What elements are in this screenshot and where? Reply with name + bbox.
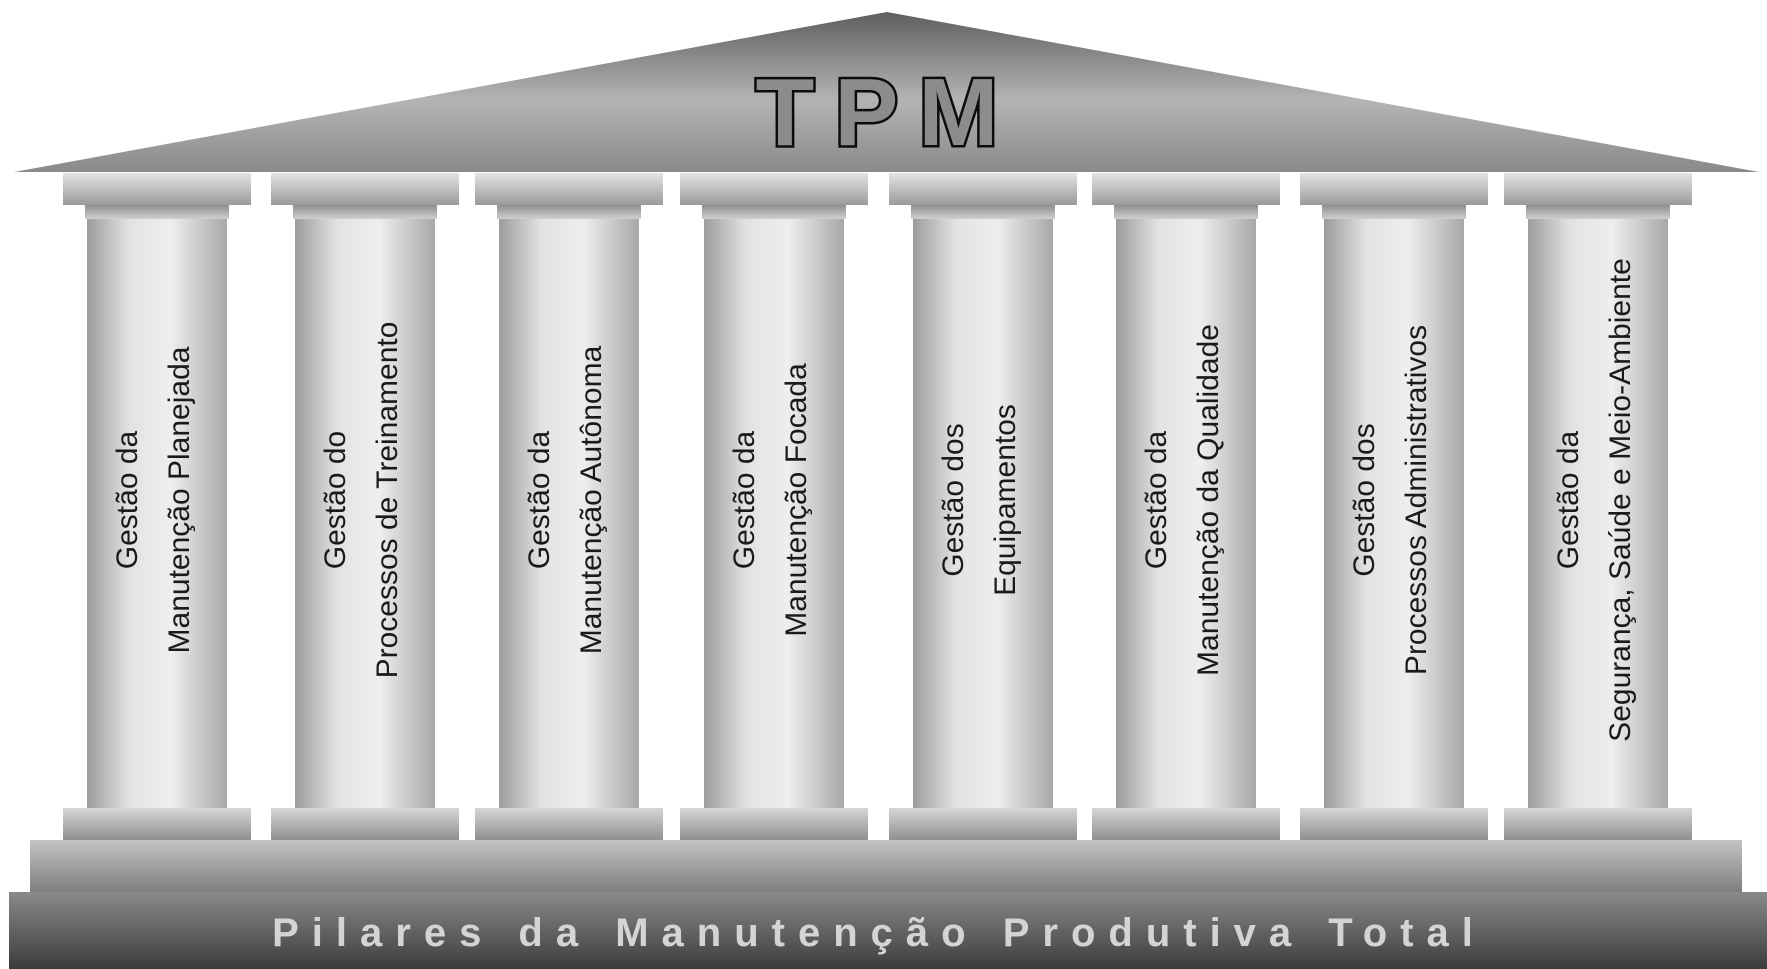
pillar-label-line: Equipamentos [989,404,1022,596]
pillar-pedestal [1504,808,1692,840]
pillar-capital [475,173,663,205]
tpm-title: TPM [756,59,1019,166]
pillar-pedestal [475,808,663,840]
pillar-pedestal [680,808,868,840]
temple-base [9,892,1767,969]
pillar-capital [889,173,1077,205]
roof [14,12,1759,172]
temple-step [30,840,1742,892]
pillar-shaft [295,219,435,809]
pillar-5: Gestão dos Equipamentos [889,173,1077,840]
pillar-pedestal [1092,808,1280,840]
pillar-capital-neck [911,205,1055,219]
pillar-pedestal [889,808,1077,840]
pillar-capital [63,173,251,205]
pillar-capital-neck [702,205,846,219]
pillar-7: Gestão dos Processos Administrativos [1300,173,1488,840]
pillar-label-line: Manutenção Autônoma [575,345,608,654]
pillar-label-line: Processos Administrativos [1400,325,1433,675]
pillar-3: Gestão da Manutenção Autônoma [475,173,663,840]
pillar-label: Gestão dos Processos Administrativos [1348,325,1433,675]
footer-caption: Pilares da Manutenção Produtiva Total [272,911,1486,955]
pillar-1: Gestão da Manutenção Planejada [63,173,251,840]
pillar-label-line: Gestão do [319,431,352,569]
pillar-capital [271,173,459,205]
pillar-pedestal [271,808,459,840]
pillar-capital-neck [1322,205,1466,219]
pillar-label-line: Gestão da [728,430,761,569]
pillar-shaft [87,219,227,809]
pillar-pedestal [63,808,251,840]
pillar-label-line: Processos de Treinamento [371,322,404,679]
pillar-label: Gestão da Manutenção da Qualidade [1140,324,1225,676]
pillar-label: Gestão do Processos de Treinamento [319,322,404,679]
pillar-shaft [913,219,1053,809]
pillar-label-line: Gestão da [523,430,556,569]
pillar-label-line: Gestão da [111,430,144,569]
pillar-shaft [499,219,639,809]
pillar-capital [1092,173,1280,205]
pillar-label-line: Manutenção Focada [780,363,813,637]
pillar-capital-neck [497,205,641,219]
pillar-capital-neck [1526,205,1670,219]
pillar-capital [680,173,868,205]
pillar-label-line: Gestão da [1552,430,1585,569]
pillar-label-line: Manutenção da Qualidade [1192,324,1225,676]
pillar-label-line: Gestão dos [1348,423,1381,576]
pillar-label-line: Manutenção Planejada [163,346,196,653]
pillar-2: Gestão do Processos de Treinamento [271,173,459,840]
pillar-shaft [1528,219,1668,809]
pillar-label-line: Gestão dos [937,423,970,576]
pillar-label: Gestão da Manutenção Focada [728,363,813,637]
pillar-shaft [704,219,844,809]
pillar-shaft [1116,219,1256,809]
pillar-8: Gestão da Segurança, Saúde e Meio-Ambient… [1504,173,1692,840]
pillar-label: Gestão dos Equipamentos [937,404,1022,596]
pillar-shaft [1324,219,1464,809]
pillar-capital-neck [85,205,229,219]
pillar-label: Gestão da Manutenção Planejada [111,346,196,653]
pillar-label: Gestão da Manutenção Autônoma [523,345,608,654]
pillar-6: Gestão da Manutenção da Qualidade [1092,173,1280,840]
pillar-4: Gestão da Manutenção Focada [680,173,868,840]
pillars-group: Gestão da Manutenção Planejada Gestão do Pr… [63,173,1692,840]
pillar-label: Gestão da Segurança, Saúde e Meio-Ambient… [1552,258,1637,742]
pillar-capital [1504,173,1692,205]
pillar-capital [1300,173,1488,205]
pillar-capital-neck [1114,205,1258,219]
pillar-label-line: Gestão da [1140,430,1173,569]
pillar-label-line: Segurança, Saúde e Meio-Ambiente [1604,258,1637,742]
pillar-pedestal [1300,808,1488,840]
pillar-capital-neck [293,205,437,219]
